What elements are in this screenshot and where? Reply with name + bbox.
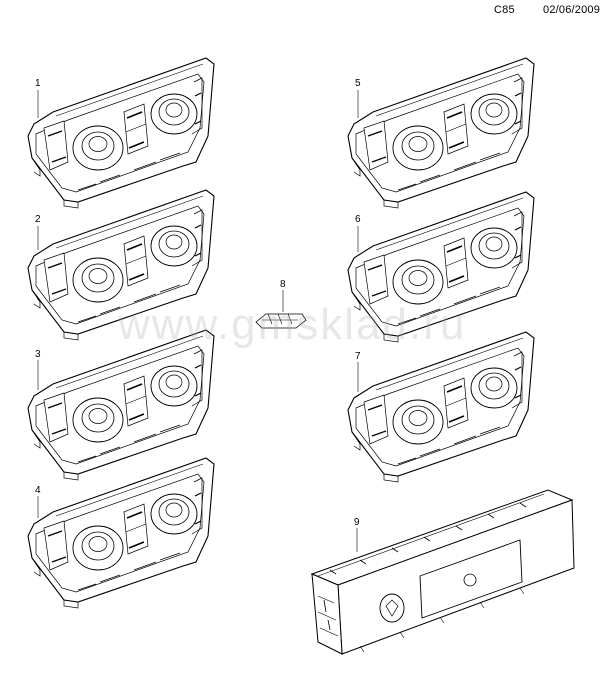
diagram-date: 02/06/2009 xyxy=(543,4,600,16)
callout-7: 7 xyxy=(355,351,361,362)
panel-item-7 xyxy=(347,331,535,483)
callout-6: 6 xyxy=(355,214,361,225)
callout-2: 2 xyxy=(35,214,41,225)
callout-3: 3 xyxy=(35,349,41,360)
callout-1: 1 xyxy=(35,78,41,89)
clip-item-8 xyxy=(255,290,307,329)
callout-4: 4 xyxy=(35,485,41,496)
panel-item-4 xyxy=(27,457,215,609)
panel-item-6 xyxy=(347,191,535,343)
panel-item-1 xyxy=(27,57,215,209)
callout-8: 8 xyxy=(280,279,286,290)
callout-9: 9 xyxy=(354,517,360,528)
panel-item-5 xyxy=(347,57,535,209)
callout-5: 5 xyxy=(355,78,361,89)
diagram-code: C85 xyxy=(494,4,515,16)
panel-item-3 xyxy=(27,329,215,481)
display-module-item-9 xyxy=(310,489,575,655)
panel-item-2 xyxy=(27,189,215,341)
